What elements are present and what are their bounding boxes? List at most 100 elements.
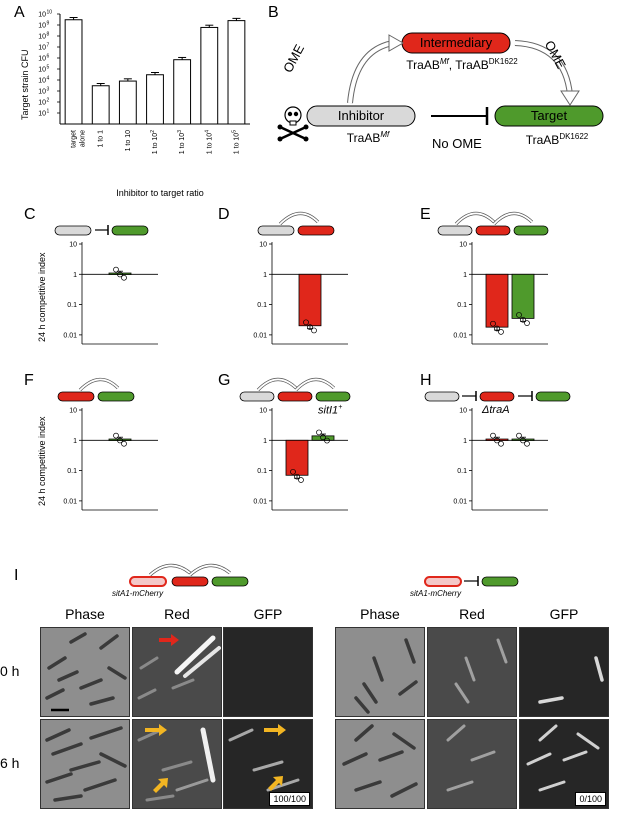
ci-ytick-label: 0.01	[63, 332, 77, 339]
col-title-gfp-right: GFP	[549, 606, 579, 622]
panel-letter-g: G	[218, 372, 231, 389]
panel-a-bar	[64, 19, 83, 125]
ci-ytick-label: 1	[263, 438, 267, 445]
panel-a-xtick-group: 1 to 1	[98, 130, 105, 148]
panel-letter-h: H	[420, 372, 432, 389]
panel-a-bar	[227, 20, 246, 125]
panel-c-ylabel: 24 h competitive index	[37, 252, 47, 342]
ci-point	[303, 319, 309, 326]
panel-letter-i: I	[14, 567, 19, 584]
panel-letter-f: F	[24, 372, 34, 389]
ci-point	[490, 432, 496, 439]
micrograph-red-0h-left	[132, 627, 222, 717]
inhibitor-traab: TraABMf	[346, 130, 390, 145]
panel-i-left-strain-label: sitA1-mCherry	[112, 589, 164, 598]
ci-point	[121, 274, 127, 281]
col-title-red-left: Red	[164, 606, 190, 622]
panel-letter-d: D	[218, 206, 230, 223]
ci-point	[494, 325, 500, 332]
panel-a-bar	[91, 85, 110, 125]
panel-h-traa-label: ΔtraA	[482, 404, 510, 416]
ci-point	[498, 440, 504, 447]
panel-a-xtick-label: 1 to 10	[125, 130, 132, 152]
count-badge-right: 0/100	[575, 792, 606, 806]
panel-a-ytick-exp: 10	[47, 10, 53, 16]
ci-bar	[485, 438, 509, 441]
panel-a-ytick-label: 10	[38, 100, 46, 107]
ci-bar	[511, 438, 535, 441]
ci-bar	[108, 272, 132, 275]
panel-a-ytick-label: 10	[38, 34, 46, 41]
micrograph-phase-0h-right	[335, 627, 425, 717]
col-title-red-right: Red	[459, 606, 485, 622]
ci-point	[490, 320, 496, 327]
panel-a-ytick-label: 10	[38, 12, 46, 19]
ci-ytick-label: 0.01	[453, 332, 467, 339]
panel-a-bar	[146, 74, 164, 125]
panel-a-ytick-label: 10	[38, 78, 46, 85]
ci-point	[524, 320, 530, 326]
panel-a-ytick-label: 10	[38, 89, 46, 96]
ci-ytick-label: 1	[263, 272, 267, 279]
ci-ytick-label: 1	[73, 438, 77, 445]
ci-ytick-label: 0.01	[453, 498, 467, 505]
ci-point	[121, 440, 127, 447]
ci-ytick-label: 10	[259, 408, 267, 415]
panel-a-ytick-label: 10	[38, 23, 46, 30]
ci-ytick-label: 1	[463, 272, 467, 279]
panel-a-xtick-exp: 2	[150, 130, 156, 133]
panel-a-ytick-exp: 6	[47, 54, 50, 60]
panel-a-xtick-label: 1 to 104	[204, 130, 213, 154]
panel-a-ytick-exp: 9	[47, 21, 50, 27]
skull-icon	[277, 106, 309, 142]
panel-a-xtick-group: 1 to 103	[177, 130, 186, 154]
ci-ytick-label: 0.01	[63, 498, 77, 505]
panel-a-xtick-exp: 4	[204, 130, 210, 133]
row-title-0h: 0 h	[0, 663, 20, 679]
ci-bar	[511, 273, 535, 319]
micrograph-gfp-0h-left	[223, 627, 313, 717]
ci-ytick-label: 0.1	[457, 468, 467, 475]
ci-ytick-label: 10	[69, 242, 77, 249]
ci-point	[494, 437, 500, 444]
panel-a-bar	[118, 80, 137, 125]
no-ome-label: No OME	[432, 136, 482, 151]
micrograph-phase-0h-left	[40, 627, 130, 717]
ci-point	[307, 324, 313, 330]
ci-bar	[298, 273, 322, 327]
ci-ytick-label: 1	[73, 272, 77, 279]
col-title-phase-right: Phase	[360, 606, 400, 622]
ci-ytick-label: 10	[459, 242, 467, 249]
ci-point	[316, 429, 322, 436]
ci-point	[117, 271, 123, 278]
panel-a-xtick-label: 1 to 1	[98, 130, 105, 148]
panel-i-right-strain-label: sitA1-mCherry	[410, 589, 462, 598]
intermediary-label: Intermediary	[419, 35, 493, 50]
ci-point	[324, 437, 330, 444]
panel-letter-b: B	[268, 4, 279, 21]
col-title-phase-left: Phase	[65, 606, 105, 622]
panel-a-ytick-exp: 4	[47, 76, 50, 82]
panel-a-xtick-exp: 3	[177, 130, 183, 133]
panel-a-xtick-group: 1 to 102	[150, 130, 159, 154]
intermediary-traab: TraABMf, TraABDK1622	[406, 57, 518, 72]
ci-bar	[485, 273, 509, 328]
panel-letter-a: A	[14, 4, 25, 21]
ci-ytick-label: 10	[459, 408, 467, 415]
panel-a-xtick-sublabel: alone	[80, 130, 87, 147]
panel-g-sitI1-label: sitI1+	[318, 404, 343, 417]
inhibitor-label: Inhibitor	[337, 108, 385, 123]
inhibitor-box	[306, 105, 416, 127]
panel-f-ylabel: 24 h competitive index	[37, 416, 47, 506]
panel-a-ytick-label: 10	[38, 45, 46, 52]
ci-point	[516, 312, 522, 318]
panel-a-xtick-label: target	[71, 130, 78, 148]
panel-a-xtick-group: 1 to 10	[125, 130, 132, 152]
panel-a-ytick-exp: 5	[47, 65, 50, 71]
